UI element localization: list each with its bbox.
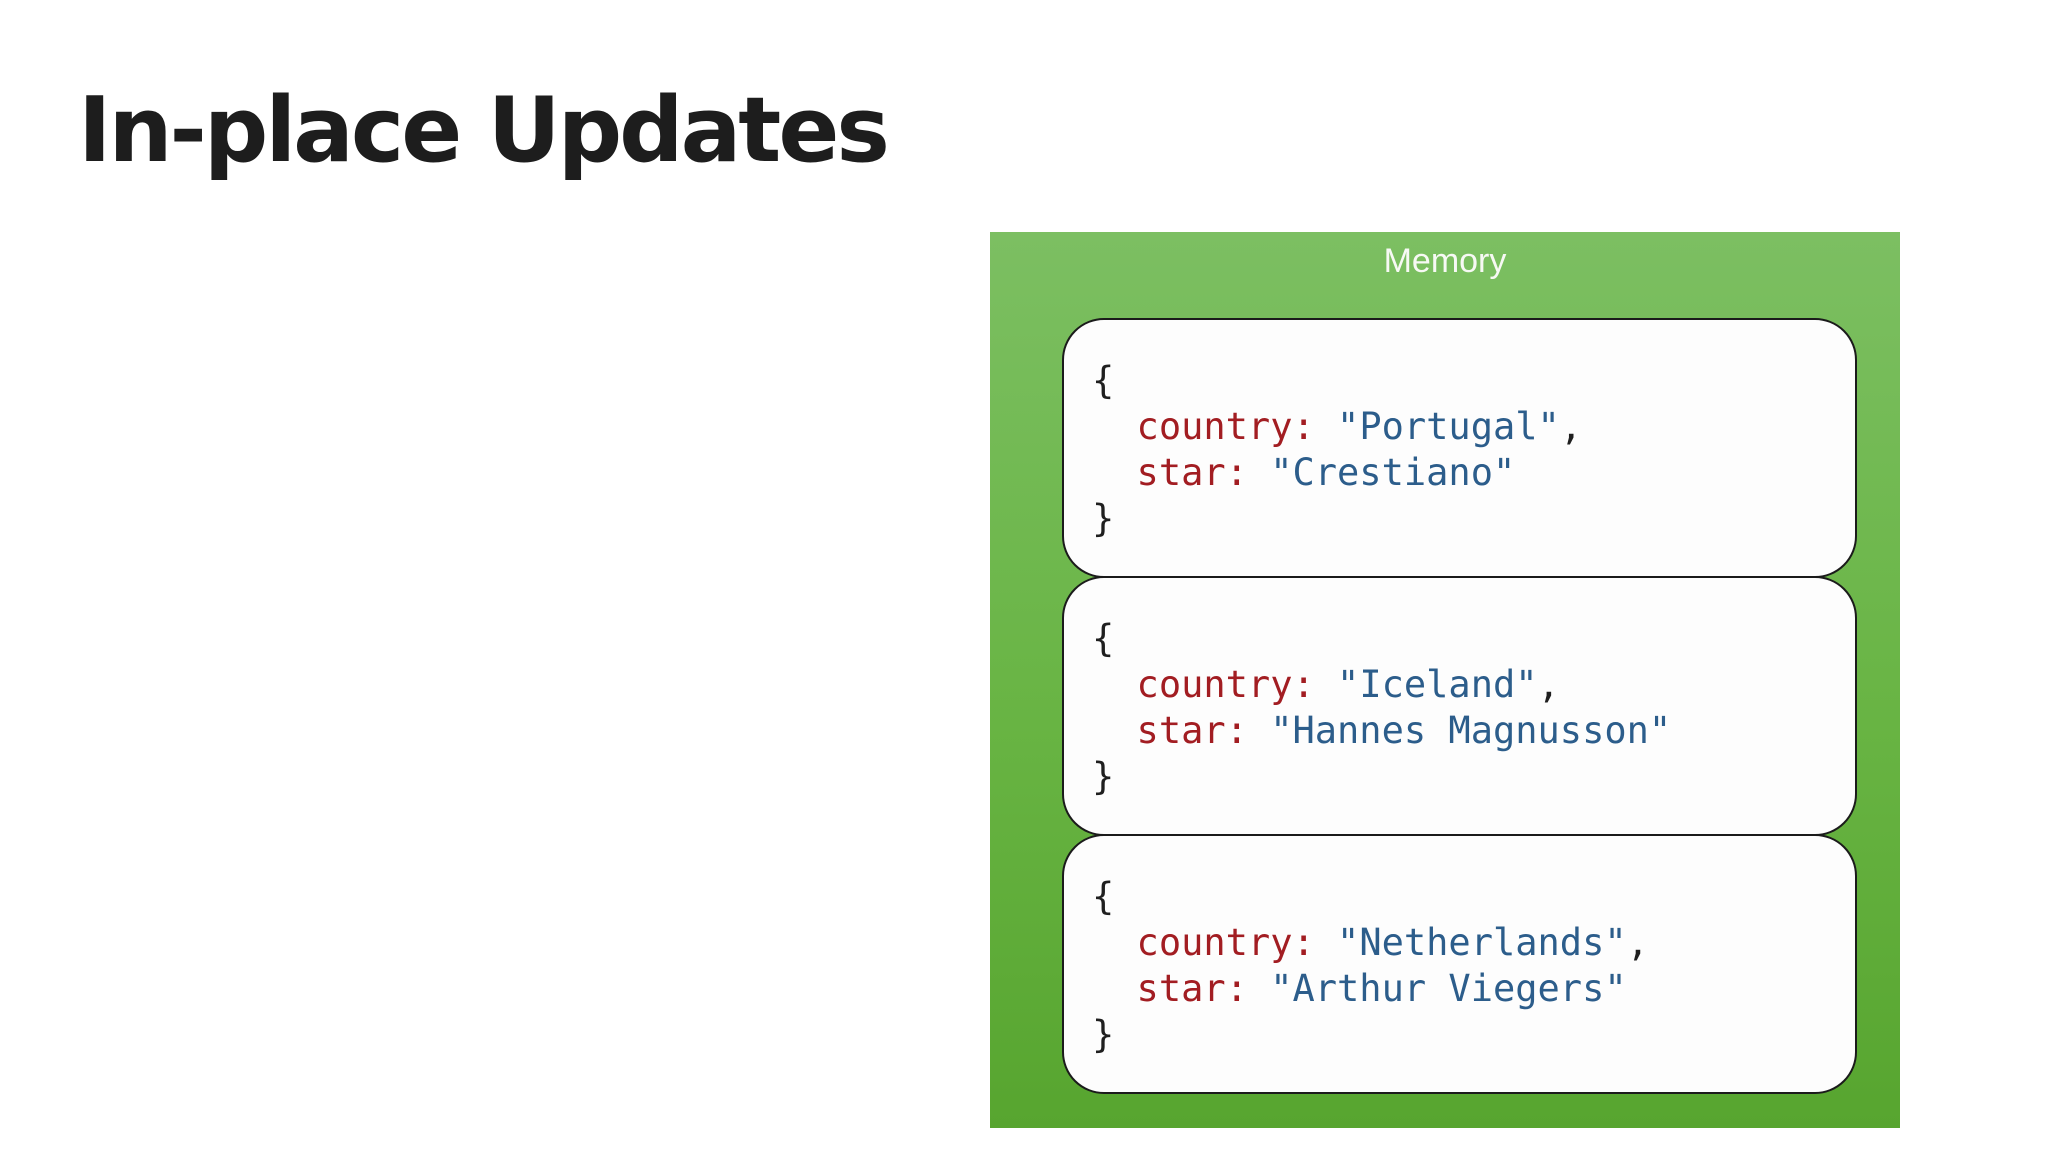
quote: " — [1337, 663, 1360, 706]
quote: " — [1515, 663, 1538, 706]
country-key: country: — [1136, 663, 1338, 706]
memory-panel: Memory {country: "Portugal",star: "Crest… — [990, 232, 1900, 1128]
quote: " — [1270, 709, 1293, 752]
memory-record-card: {country: "Portugal",star: "Crestiano"} — [1062, 318, 1857, 578]
quote: " — [1604, 967, 1627, 1010]
memory-record-card: {country: "Netherlands",star: "Arthur Vi… — [1062, 834, 1857, 1094]
star-value: Crestiano — [1292, 451, 1493, 494]
memory-record-list: {country: "Portugal",star: "Crestiano"} … — [1062, 318, 1857, 1094]
star-key: star: — [1136, 451, 1271, 494]
comma: , — [1559, 405, 1583, 448]
country-value: Portugal — [1359, 405, 1538, 448]
quote: " — [1648, 709, 1672, 752]
record-code: {country: "Iceland",star: "Hannes Magnus… — [1064, 578, 1855, 800]
quote: " — [1604, 921, 1627, 964]
quote: " — [1270, 451, 1293, 494]
open-brace: { — [1092, 875, 1115, 918]
close-brace: } — [1092, 755, 1115, 798]
star-key: star: — [1136, 709, 1271, 752]
quote: " — [1492, 451, 1516, 494]
comma: , — [1626, 921, 1649, 964]
comma: , — [1537, 663, 1560, 706]
quote: " — [1337, 405, 1360, 448]
star-key: star: — [1136, 967, 1271, 1010]
record-code: {country: "Portugal",star: "Crestiano"} — [1064, 320, 1855, 542]
country-value: Iceland — [1359, 663, 1516, 706]
quote: " — [1337, 921, 1360, 964]
quote: " — [1537, 405, 1560, 448]
record-code: {country: "Netherlands",star: "Arthur Vi… — [1064, 836, 1855, 1058]
memory-panel-label: Memory — [1383, 242, 1507, 280]
star-value: Arthur Viegers — [1292, 967, 1605, 1010]
memory-record-card: {country: "Iceland",star: "Hannes Magnus… — [1062, 576, 1857, 836]
open-brace: { — [1092, 359, 1115, 402]
star-value: Hannes Magnusson — [1292, 709, 1649, 752]
close-brace: } — [1092, 1013, 1115, 1056]
country-value: Netherlands — [1359, 921, 1605, 964]
country-key: country: — [1136, 405, 1338, 448]
close-brace: } — [1092, 497, 1115, 540]
open-brace: { — [1092, 617, 1115, 660]
quote: " — [1270, 967, 1293, 1010]
country-key: country: — [1136, 921, 1338, 964]
page-title: In-place Updates — [78, 78, 890, 183]
